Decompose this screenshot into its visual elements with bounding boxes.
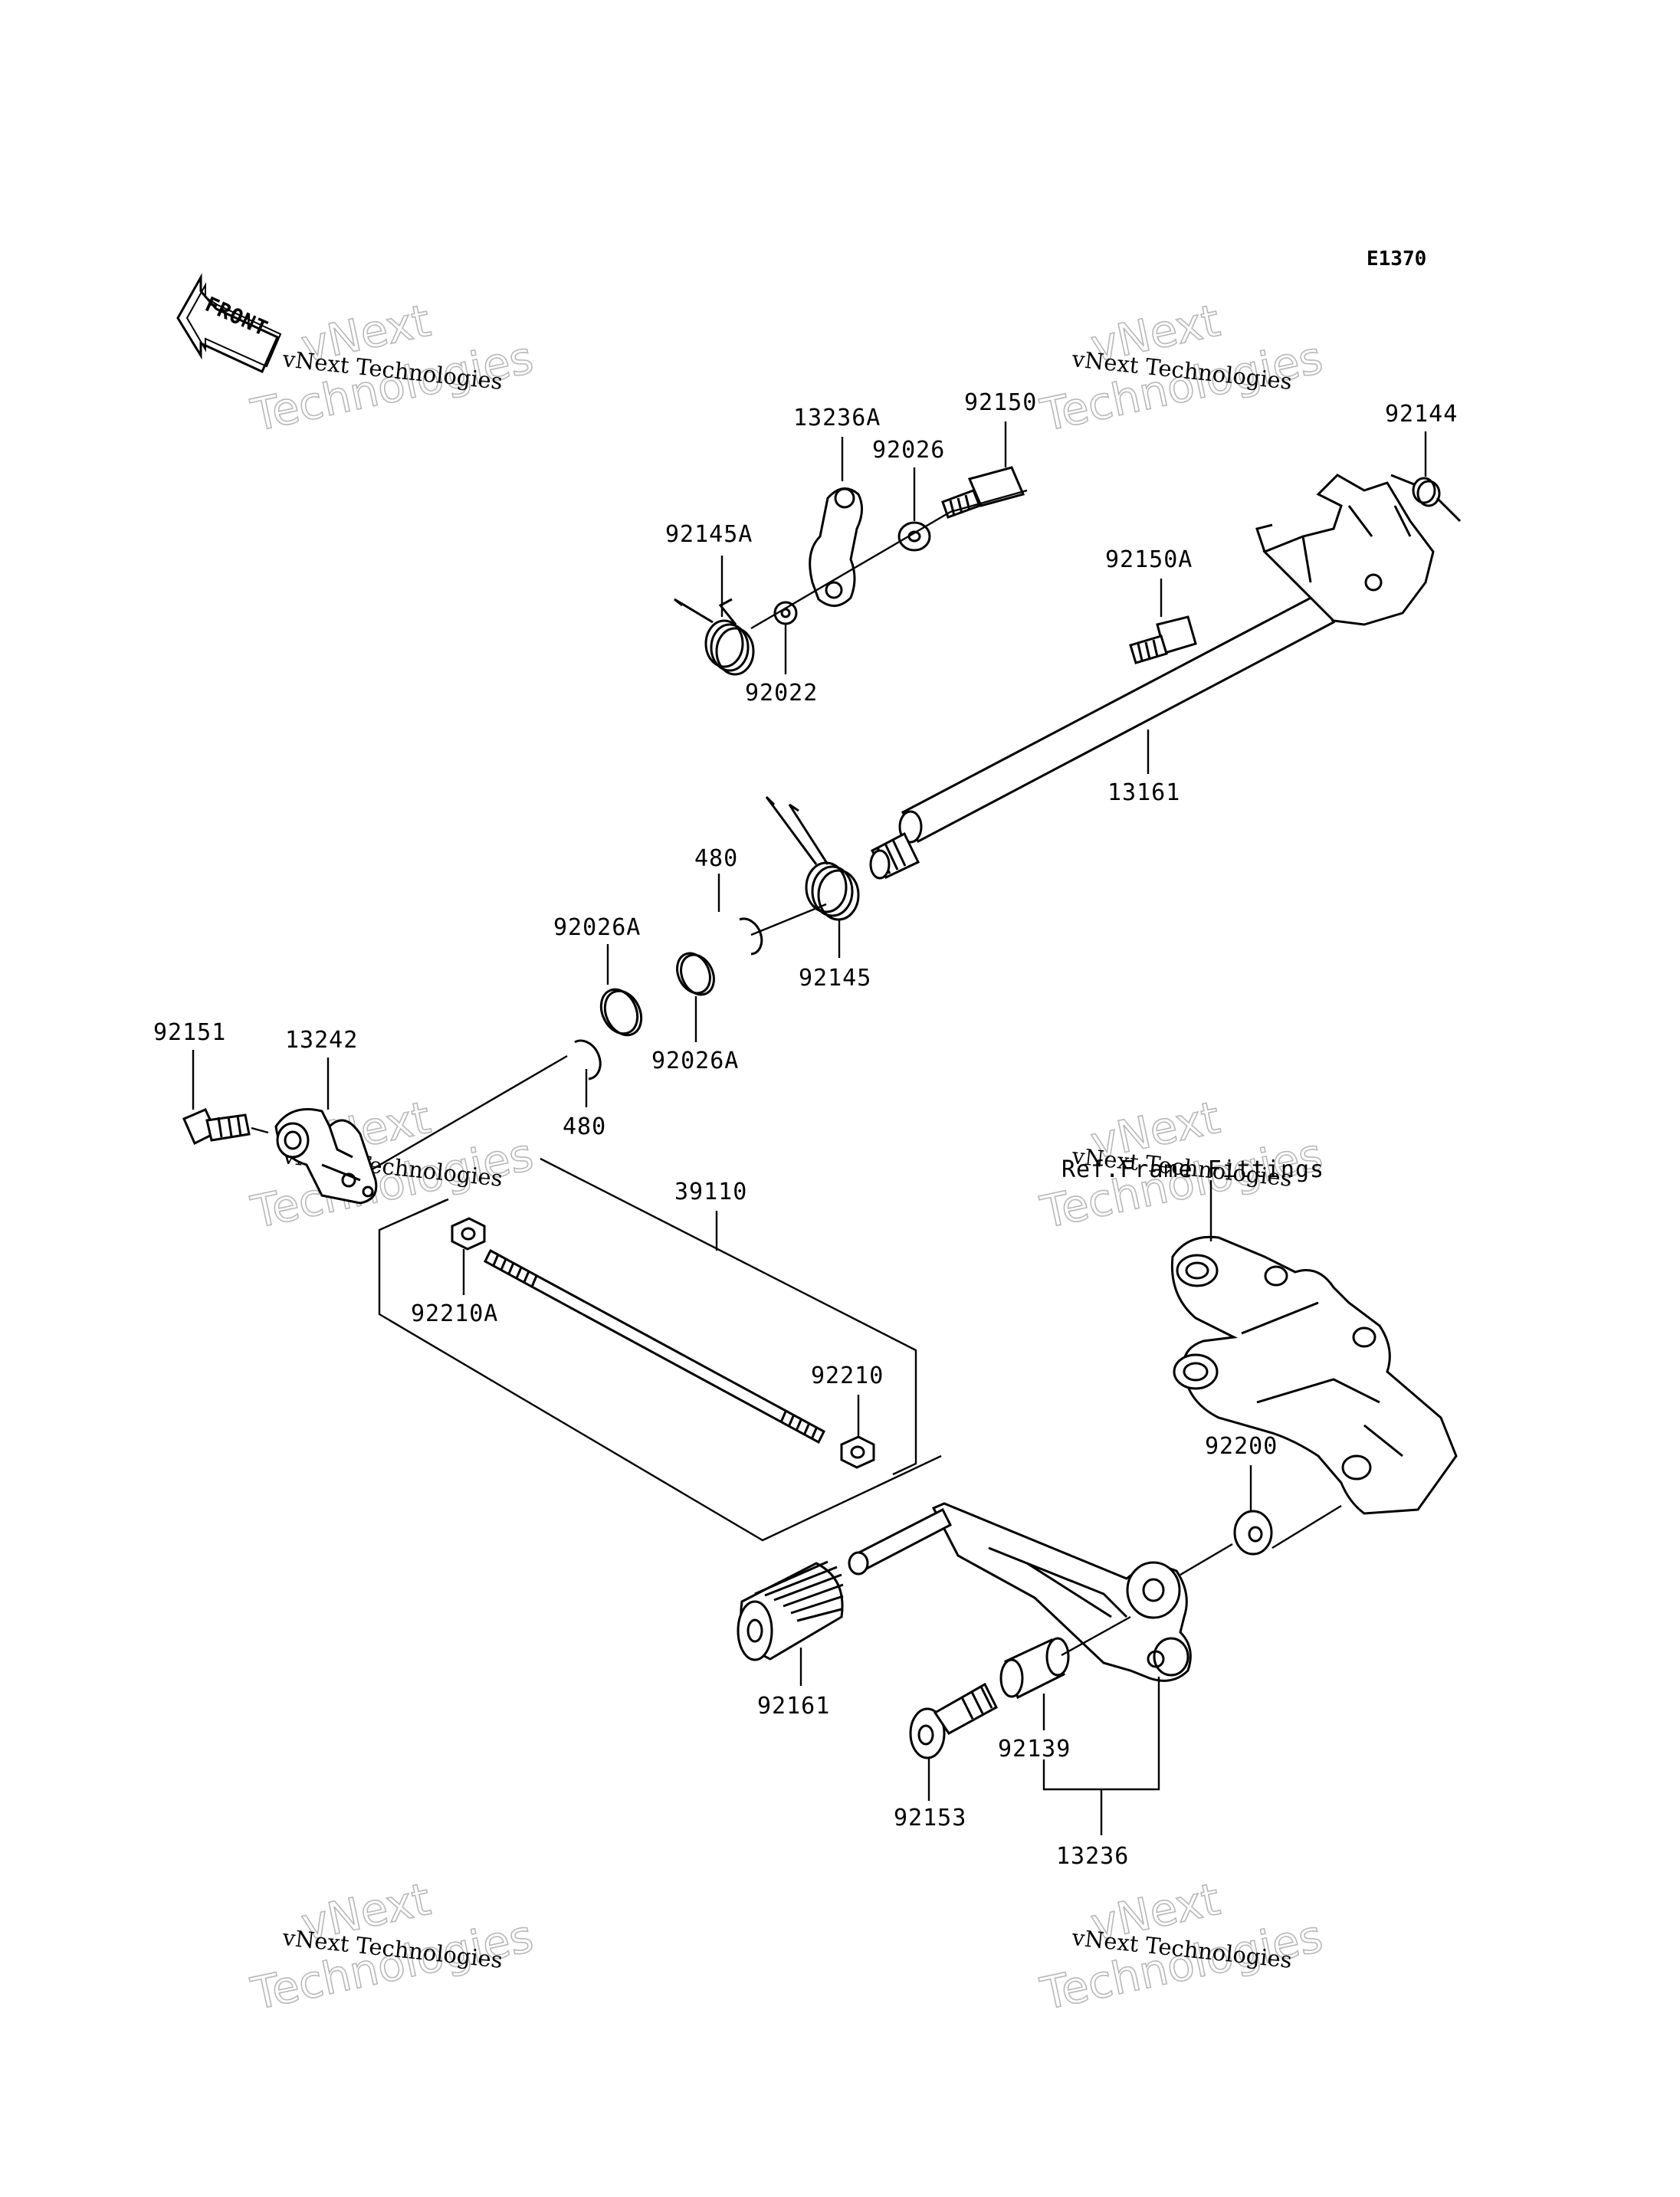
part-13236-shape bbox=[848, 1502, 1192, 1682]
label-92144: 92144 bbox=[1385, 401, 1458, 428]
label-92026: 92026 bbox=[872, 437, 945, 464]
part-480-top-shape bbox=[739, 917, 763, 956]
label-92145: 92145 bbox=[799, 965, 871, 992]
part-92022-shape bbox=[773, 601, 798, 625]
part-92026A-top-shape bbox=[676, 952, 715, 996]
front-arrow-icon: FRONT bbox=[176, 273, 282, 374]
part-92200-shape bbox=[1233, 1510, 1273, 1556]
part-92151-shape bbox=[182, 1108, 251, 1146]
diagram-code: E1370 bbox=[1367, 248, 1426, 271]
part-13236A-shape bbox=[809, 487, 863, 607]
label-92210: 92210 bbox=[811, 1362, 884, 1389]
label-92200: 92200 bbox=[1205, 1433, 1278, 1460]
label-39110: 39110 bbox=[674, 1179, 747, 1205]
label-92139: 92139 bbox=[998, 1736, 1071, 1763]
bracket-13236 bbox=[1042, 1677, 1160, 1835]
label-480-bottom: 480 bbox=[563, 1113, 606, 1140]
label-92161: 92161 bbox=[757, 1693, 830, 1720]
frame-fitting-shape bbox=[1170, 1235, 1458, 1515]
part-92153-shape bbox=[909, 1682, 998, 1759]
part-13242-shape bbox=[274, 1108, 378, 1205]
label-13242: 13242 bbox=[285, 1027, 358, 1054]
label-92150A: 92150A bbox=[1105, 546, 1193, 573]
bracket-39110 bbox=[378, 1157, 942, 1542]
label-13236A: 13236A bbox=[793, 405, 881, 431]
part-39110-shape bbox=[484, 1248, 825, 1444]
label-92026A-bottom: 92026A bbox=[651, 1048, 739, 1074]
part-92150A-shape bbox=[1129, 615, 1197, 664]
label-92022: 92022 bbox=[745, 680, 818, 707]
part-92139-shape bbox=[999, 1637, 1070, 1700]
label-92153: 92153 bbox=[894, 1805, 966, 1831]
part-92026A-bottom-shape bbox=[599, 988, 643, 1037]
label-13161: 13161 bbox=[1107, 779, 1180, 806]
part-92145-shape bbox=[765, 795, 860, 921]
reference-note: Ref.Frame Fittings bbox=[1061, 1156, 1324, 1183]
part-13161-shape bbox=[869, 474, 1435, 880]
part-92210-shape bbox=[840, 1435, 875, 1469]
part-92161-shape bbox=[737, 1560, 844, 1661]
label-13236: 13236 bbox=[1056, 1843, 1129, 1870]
label-92150: 92150 bbox=[964, 389, 1037, 416]
part-480-bottom-shape bbox=[574, 1039, 602, 1080]
part-labels: 13236A 92150 92026 92144 92145A 92150A 9… bbox=[153, 389, 1458, 1870]
label-92145A: 92145A bbox=[665, 521, 753, 548]
label-92210A: 92210A bbox=[411, 1300, 498, 1327]
label-480-top: 480 bbox=[694, 845, 738, 872]
watermark: vNext Technologies vNext Technologies vN… bbox=[246, 293, 1327, 2021]
part-92210A-shape bbox=[451, 1217, 486, 1251]
label-92026A-top: 92026A bbox=[553, 914, 641, 941]
part-92145A-shape bbox=[674, 598, 755, 676]
label-92151: 92151 bbox=[153, 1019, 226, 1046]
part-92144-shape bbox=[1390, 474, 1462, 523]
